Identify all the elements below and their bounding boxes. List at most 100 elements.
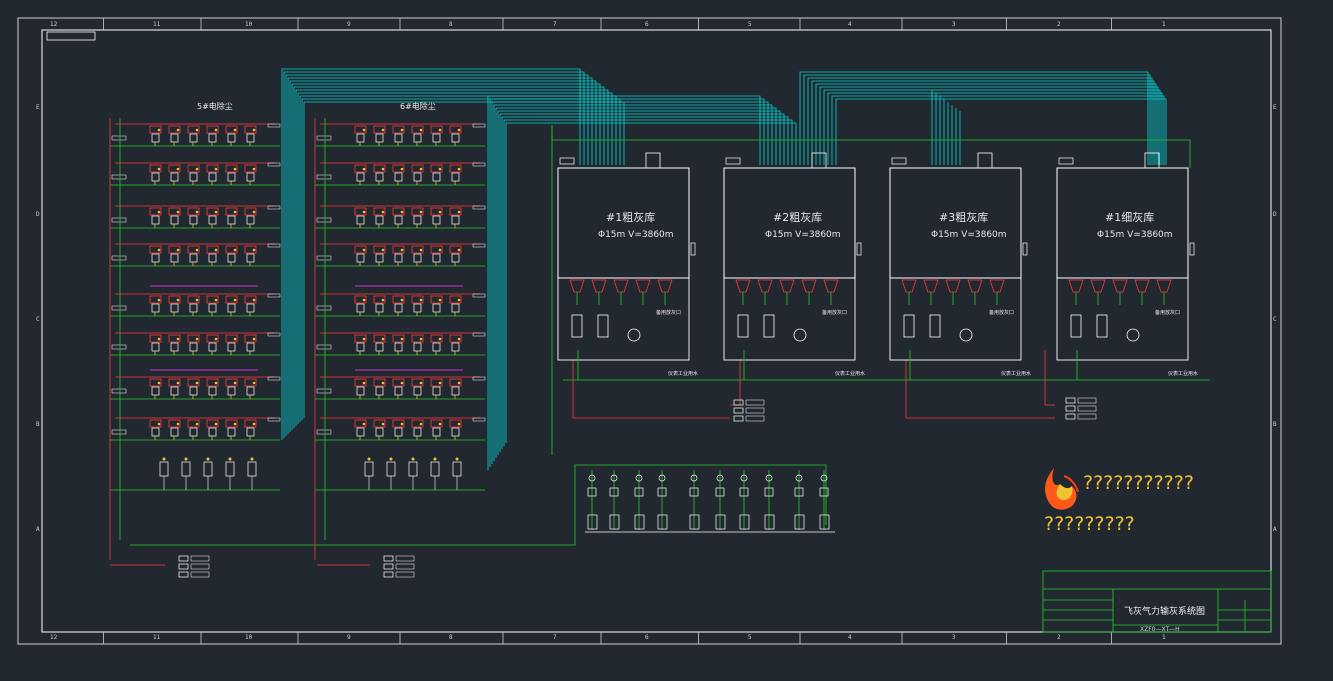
silo-3-name: #3粗灰库 — [939, 211, 989, 224]
unloader — [763, 314, 775, 338]
pump-body — [375, 386, 384, 396]
valve-dot — [400, 128, 404, 132]
pump-top — [244, 295, 257, 304]
pump-top — [187, 419, 200, 428]
row-tag — [472, 123, 486, 128]
pump-top — [354, 125, 367, 134]
pump-body — [413, 303, 422, 313]
pump-body — [208, 427, 217, 437]
valve-dot — [381, 128, 385, 132]
receiver-box — [178, 571, 189, 578]
unloader — [1096, 314, 1108, 338]
pump-body — [208, 215, 217, 225]
valve-dot — [362, 128, 366, 132]
grid-label-3-bottom: 3 — [952, 634, 956, 641]
valve-dot — [457, 248, 461, 252]
unloader — [597, 314, 609, 338]
air-line — [497, 110, 781, 455]
valve-dot — [419, 128, 423, 132]
grid-label-E-left: E — [36, 104, 40, 111]
pump-top — [373, 125, 386, 134]
row-tag — [267, 205, 281, 210]
discharge-hopper — [757, 279, 773, 293]
valve-dot — [252, 210, 256, 214]
grid-label-5-bottom: 5 — [748, 634, 752, 641]
pump-top — [373, 295, 386, 304]
pump-body — [356, 172, 365, 182]
valve-dot — [176, 210, 180, 214]
pump-top — [244, 378, 257, 387]
pump-body — [432, 133, 441, 143]
receiver-tag — [395, 571, 415, 578]
vent — [559, 157, 575, 165]
silo-base — [557, 277, 690, 361]
pump-top — [168, 125, 181, 134]
pump-top — [244, 125, 257, 134]
valve-dot — [252, 248, 256, 252]
air-line — [499, 113, 785, 452]
pump-body — [151, 303, 160, 313]
valve-dot — [438, 422, 442, 426]
pump-top — [149, 207, 162, 216]
pump-top — [373, 334, 386, 343]
pump-top — [430, 419, 443, 428]
receiver-box — [383, 571, 394, 578]
silo-base — [723, 277, 856, 361]
grid-label-12-bottom: 12 — [50, 634, 58, 641]
bag-filter — [1144, 152, 1160, 169]
pump-top — [411, 164, 424, 173]
valve-dot — [457, 422, 461, 426]
valve-dot — [381, 422, 385, 426]
valve-dot — [457, 381, 461, 385]
pump-body — [170, 427, 179, 437]
discharge-hopper — [1090, 279, 1106, 293]
discharge-hopper — [1156, 279, 1172, 293]
pump-body — [203, 461, 213, 477]
air-line — [289, 80, 597, 432]
valve-dot — [157, 337, 161, 341]
grid-label-9-top: 9 — [347, 21, 351, 28]
pump-body — [208, 133, 217, 143]
pump-body — [413, 215, 422, 225]
valve-dot — [214, 128, 218, 132]
pump-body — [413, 427, 422, 437]
air-line — [503, 119, 793, 446]
silo-4-name: #1细灰库 — [1105, 211, 1155, 224]
grid-label-1-bottom: 1 — [1162, 634, 1166, 641]
pump-body — [246, 253, 255, 263]
valve-dot — [157, 210, 161, 214]
air-line — [493, 104, 773, 461]
valve-dot — [233, 210, 237, 214]
corner-tag — [46, 31, 96, 41]
pump-body — [375, 172, 384, 182]
valve-dot — [400, 210, 404, 214]
air-line — [487, 95, 761, 470]
grid-label-B-right: B — [1273, 421, 1277, 428]
valve-dot — [252, 128, 256, 132]
pump-top — [187, 295, 200, 304]
pump-top — [392, 295, 405, 304]
valve-dot — [214, 167, 218, 171]
filter-icon — [764, 487, 774, 497]
pump-top — [373, 245, 386, 254]
air-line — [301, 98, 621, 420]
valve-dot — [457, 298, 461, 302]
precipitator-unit-5 — [109, 118, 463, 560]
pump-body — [394, 253, 403, 263]
row-tag — [267, 417, 281, 422]
valve-dot — [176, 128, 180, 132]
valve-dot — [233, 381, 237, 385]
receiver-tag — [190, 563, 210, 570]
pump-body — [394, 133, 403, 143]
dryer-icon — [689, 514, 700, 530]
valve-dot — [362, 248, 366, 252]
pump-top — [373, 207, 386, 216]
unit-5-label: 5#电除尘 — [197, 102, 233, 111]
valve-dot — [214, 422, 218, 426]
pump-top — [168, 207, 181, 216]
outlet-label-3: 备用放灰口 — [989, 310, 1015, 316]
filter-icon — [609, 487, 619, 497]
pump-top — [206, 295, 219, 304]
pump-body — [394, 386, 403, 396]
air-headers — [281, 68, 1167, 470]
